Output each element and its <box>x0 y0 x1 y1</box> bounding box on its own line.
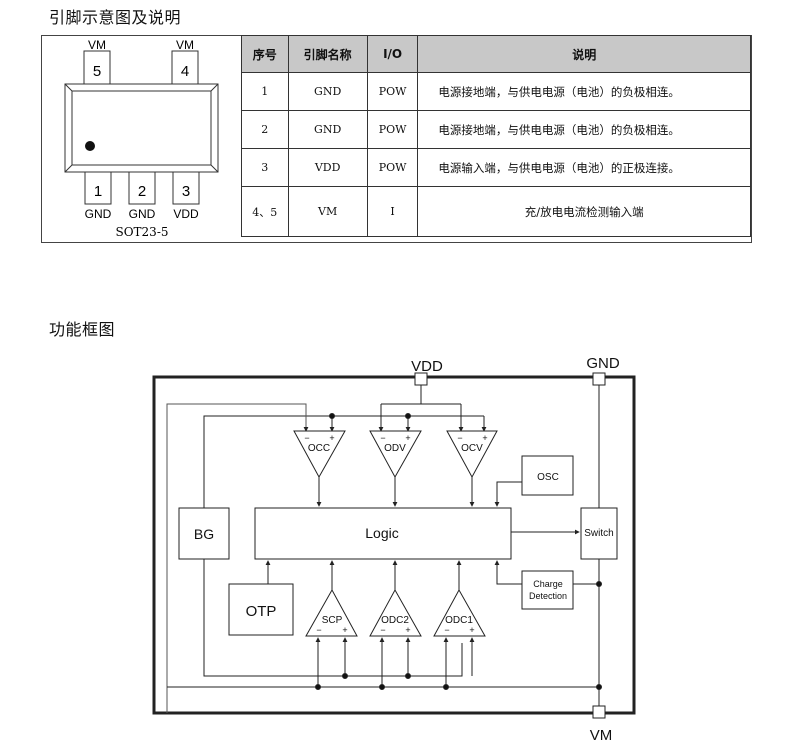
pin-section-title: 引脚示意图及说明 <box>49 8 182 27</box>
odc2-label: ODC2 <box>381 615 409 626</box>
cell-number: 1 <box>241 72 289 111</box>
odc2-minus: − <box>380 625 385 635</box>
cell-io: I <box>366 186 419 237</box>
cell-pin-name: VM <box>287 186 368 237</box>
cell-description: 电源接地端，与供电电源（电池）的负极相连。 <box>417 110 751 149</box>
cell-number: 3 <box>241 148 289 187</box>
cell-description: 电源输入端，与供电电源（电池）的正极连接。 <box>417 148 751 187</box>
otp-block <box>228 583 294 636</box>
header-number: 序号 <box>241 35 289 73</box>
pin5-number: 5 <box>93 63 101 80</box>
table-row: 1 GND POW 电源接地端，与供电电源（电池）的负极相连。 <box>241 72 751 111</box>
sot23-5-package-drawing: VM 5 VM 4 1 GND 2 GND 3 VDD SOT23-5 <box>64 38 219 239</box>
pin5-lead <box>83 50 111 86</box>
chip-boundary <box>152 375 636 715</box>
package-body-inner <box>71 90 212 166</box>
cell-io: POW <box>366 110 419 149</box>
pin2-lead <box>128 171 156 205</box>
package-name: SOT23-5 <box>115 225 168 239</box>
occ-label: OCC <box>308 443 330 454</box>
pin5-label: VM <box>88 38 106 52</box>
block-diagram-section-title: 功能框图 <box>49 320 116 339</box>
bg-label: BG <box>194 526 214 542</box>
pin1-label: GND <box>85 207 112 221</box>
ocv-plus: + <box>482 433 487 443</box>
cell-description: 充/放电电流检测输入端 <box>417 186 751 237</box>
header-pin-name: 引脚名称 <box>287 35 368 73</box>
ocv-comparator <box>446 430 498 479</box>
odv-minus: − <box>380 433 385 443</box>
vdd-label: VDD <box>411 358 443 375</box>
pin-table: 序号 引脚名称 I/O 说明 1 GND POW 电源接地端，与供电电源（电池）… <box>241 35 751 237</box>
cell-number: 2 <box>241 110 289 149</box>
scp-comparator <box>305 588 358 637</box>
charge-detection-label-1: Charge <box>533 579 563 589</box>
odc1-plus: + <box>469 625 474 635</box>
odc1-comparator <box>433 588 486 637</box>
cell-number: 4、5 <box>241 186 289 237</box>
functional-block-diagram: VDD GND VM BG Logic OTP OSC Switch Charg… <box>152 355 636 744</box>
scp-label: SCP <box>322 615 343 626</box>
pin3-label: VDD <box>173 207 199 221</box>
odc1-label: ODC1 <box>445 615 473 626</box>
pin3-lead <box>172 171 200 205</box>
odc2-plus: + <box>405 625 410 635</box>
ocv-label: OCV <box>461 443 483 454</box>
scp-minus: − <box>316 625 321 635</box>
otp-label: OTP <box>246 603 277 620</box>
pin1-indicator-dot <box>85 141 95 151</box>
ocv-minus: − <box>457 433 462 443</box>
logic-label: Logic <box>365 525 398 541</box>
cell-io: POW <box>366 148 419 187</box>
odc1-minus: − <box>444 625 449 635</box>
osc-label: OSC <box>537 472 559 483</box>
logic-block <box>254 507 512 560</box>
occ-plus: + <box>329 433 334 443</box>
gnd-label: GND <box>586 355 620 372</box>
odc2-comparator <box>369 588 422 637</box>
bg-block <box>178 507 230 560</box>
charge-detection-block <box>521 570 574 610</box>
odv-plus: + <box>405 433 410 443</box>
vm-terminal <box>592 705 606 719</box>
pin2-label: GND <box>129 207 156 221</box>
pin2-number: 2 <box>138 183 146 200</box>
odv-label: ODV <box>384 443 406 454</box>
vm-label: VM <box>590 727 613 744</box>
pin3-number: 3 <box>182 183 190 200</box>
pin-info-panel: VM 5 VM 4 1 GND 2 GND 3 VDD SOT23-5 序号 引… <box>41 35 752 243</box>
osc-block <box>521 455 574 496</box>
pin4-label: VM <box>176 38 194 52</box>
scp-plus: + <box>342 625 347 635</box>
charge-detection-label-2: Detection <box>529 591 567 601</box>
pin1-number: 1 <box>94 183 102 200</box>
occ-comparator <box>293 430 346 479</box>
table-header-row: 序号 引脚名称 I/O 说明 <box>241 35 751 73</box>
occ-minus: − <box>304 433 309 443</box>
switch-block <box>580 507 618 560</box>
pin1-lead <box>84 171 112 205</box>
table-row: 4、5 VM I 充/放电电流检测输入端 <box>241 186 751 237</box>
table-row: 3 VDD POW 电源输入端，与供电电源（电池）的正极连接。 <box>241 148 751 187</box>
switch-label: Switch <box>584 528 613 539</box>
cell-io: POW <box>366 72 419 111</box>
cell-pin-name: VDD <box>287 148 368 187</box>
cell-pin-name: GND <box>287 72 368 111</box>
cell-pin-name: GND <box>287 110 368 149</box>
odv-comparator <box>369 430 422 479</box>
pin4-number: 4 <box>181 63 189 80</box>
header-io: I/O <box>366 35 419 73</box>
header-description: 说明 <box>417 35 751 73</box>
cell-description: 电源接地端，与供电电源（电池）的负极相连。 <box>417 72 751 111</box>
table-row: 2 GND POW 电源接地端，与供电电源（电池）的负极相连。 <box>241 110 751 149</box>
gnd-terminal <box>592 372 606 386</box>
